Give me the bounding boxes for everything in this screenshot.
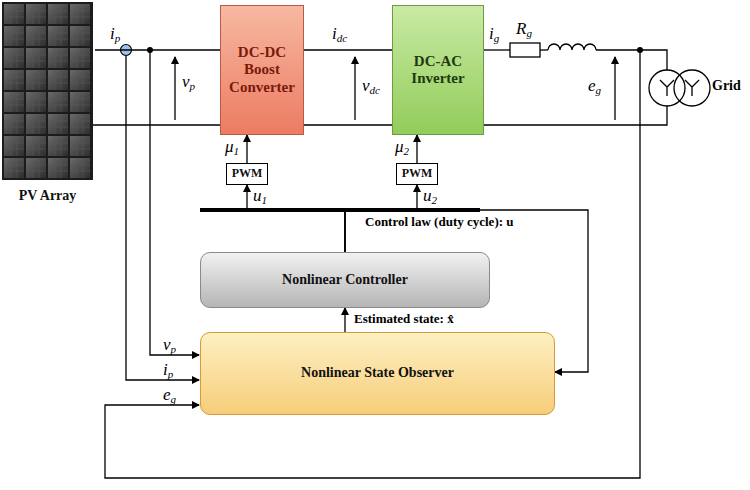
signal-name: eg	[163, 385, 176, 405]
annotation-text: Control law (duty cycle): u	[365, 214, 514, 230]
box-label: DC-DC Boost Converter	[225, 44, 299, 96]
box-label: PWM	[232, 167, 263, 181]
inverter-box: DC-AC Inverter	[392, 5, 484, 135]
signal-name: vp	[182, 72, 195, 92]
pv-array: PV Array	[0, 0, 95, 205]
pv-panel	[2, 2, 93, 180]
signal-name: eg	[588, 76, 601, 96]
signal-name: μ1	[225, 137, 239, 157]
pwm-box: PWM	[396, 163, 438, 185]
connector	[416, 135, 417, 163]
junction-dot	[637, 47, 643, 53]
signal-name: ip	[163, 360, 173, 380]
signal-name: μ2	[395, 137, 409, 157]
signal-name: vp	[163, 335, 176, 355]
box-label: Nonlinear Controller	[282, 272, 408, 288]
box-label: DC-AC Inverter	[397, 53, 479, 88]
connector	[344, 308, 345, 332]
signal-name: vdc	[362, 76, 380, 96]
signal-name: u1	[253, 186, 267, 206]
connector	[247, 185, 345, 252]
box-label: PWM	[402, 167, 433, 181]
annotation-text: Grid	[712, 78, 741, 94]
connector	[246, 135, 247, 163]
signal-name: idc	[332, 24, 347, 44]
signal-name: ip	[110, 24, 120, 44]
signal-name: Rg	[516, 19, 532, 39]
observer-box: Nonlinear State Observer	[200, 332, 555, 415]
connector	[304, 49, 392, 50]
converter-box: DC-DC Boost Converter	[220, 5, 304, 135]
connector	[95, 49, 220, 50]
controller-box: Nonlinear Controller	[200, 252, 490, 308]
signal-name: u2	[423, 186, 437, 206]
annotation-text: Estimated state: x̂	[354, 311, 454, 327]
box-label: Nonlinear State Observer	[301, 365, 454, 381]
box-label: PV Array	[19, 188, 77, 205]
signal-name: ig	[489, 24, 499, 44]
pwm-box: PWM	[226, 163, 268, 185]
